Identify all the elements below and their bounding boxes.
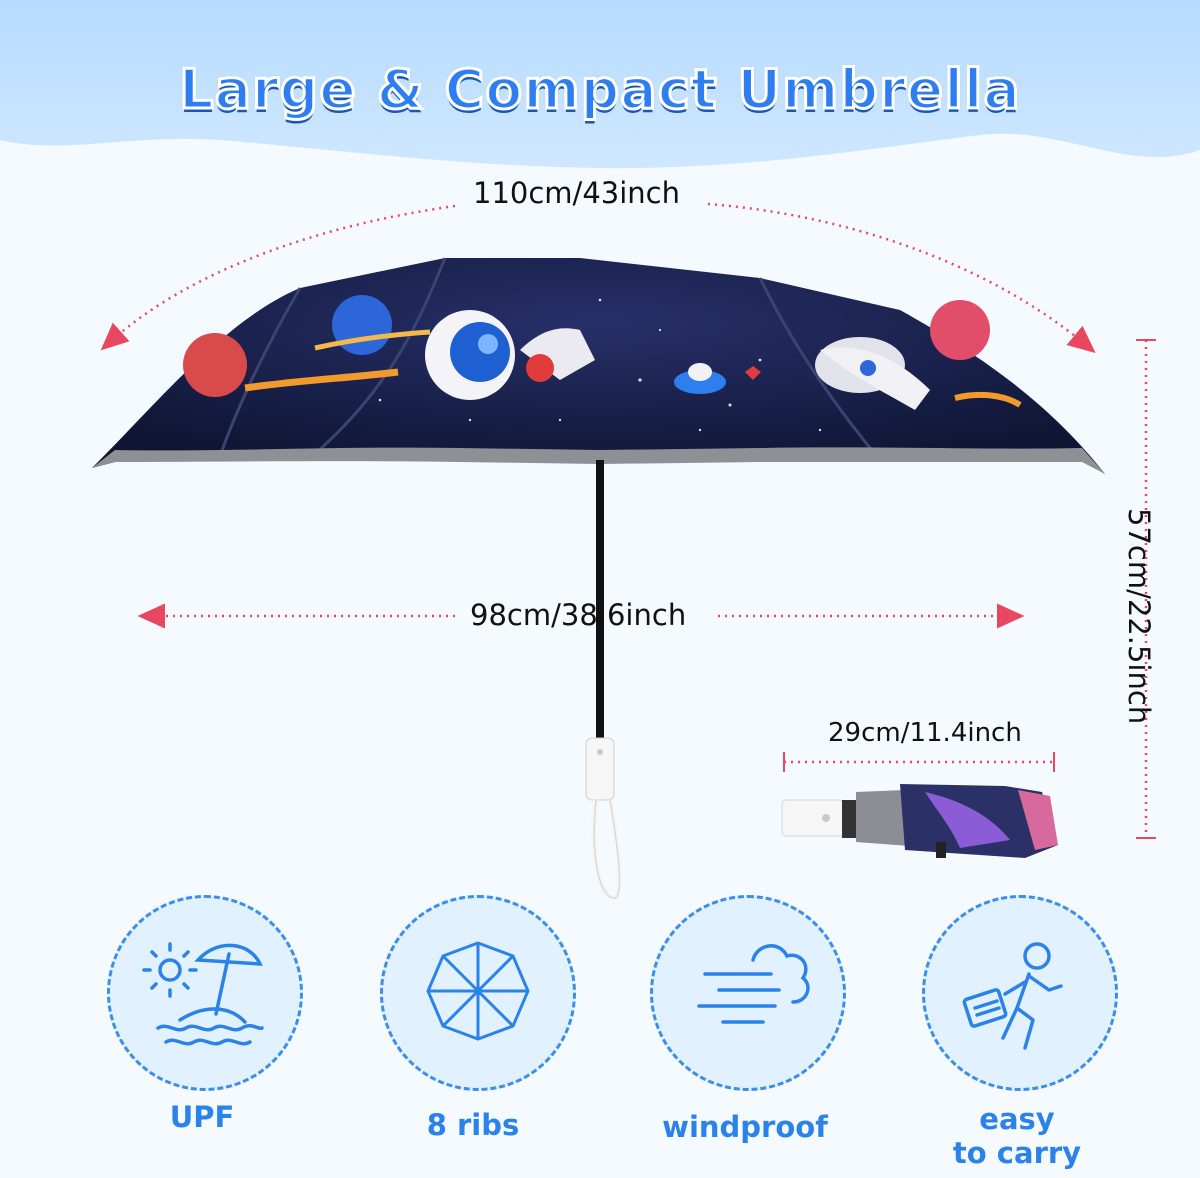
- person-with-suitcase-icon: [962, 942, 1063, 1050]
- feature-windproof-label: windproof: [662, 1110, 828, 1144]
- umbrella-ribs-icon: [426, 941, 530, 1041]
- height-measure-label: 57cm/22.5inch: [1122, 508, 1156, 725]
- folded-measure-arrow: [783, 752, 1055, 772]
- wind-cloud-icon: [697, 944, 810, 1024]
- feature-upf-badge: [107, 895, 303, 1091]
- feature-upf-label: UPF: [169, 1100, 235, 1134]
- sun-umbrella-island-icon: [142, 942, 264, 1046]
- feature-ribs-badge: [380, 895, 576, 1091]
- feature-carry-label-line2: to carry: [952, 1136, 1082, 1170]
- feature-carry-label: easy to carry: [897, 1102, 1137, 1170]
- page-title: Large & Compact Umbrella: [178, 57, 1022, 123]
- header-wave: [0, 0, 1200, 169]
- feature-carry-badge: [922, 895, 1118, 1091]
- height-measure-arrow: [1136, 339, 1156, 839]
- feature-carry-label-line1: easy: [979, 1102, 1055, 1136]
- umbrella-shaft: [585, 460, 623, 901]
- arc-measure-label: 110cm/43inch: [473, 176, 680, 210]
- folded-umbrella: [781, 784, 1058, 858]
- feature-windproof-badge: [650, 895, 846, 1091]
- folded-measure-label: 29cm/11.4inch: [828, 718, 1022, 748]
- feature-ribs-label: 8 ribs: [426, 1108, 520, 1142]
- arc-measure-arrow: [100, 202, 1096, 353]
- width-measure-label: 98cm/38.6inch: [470, 598, 687, 632]
- umbrella-canopy: [92, 257, 1105, 474]
